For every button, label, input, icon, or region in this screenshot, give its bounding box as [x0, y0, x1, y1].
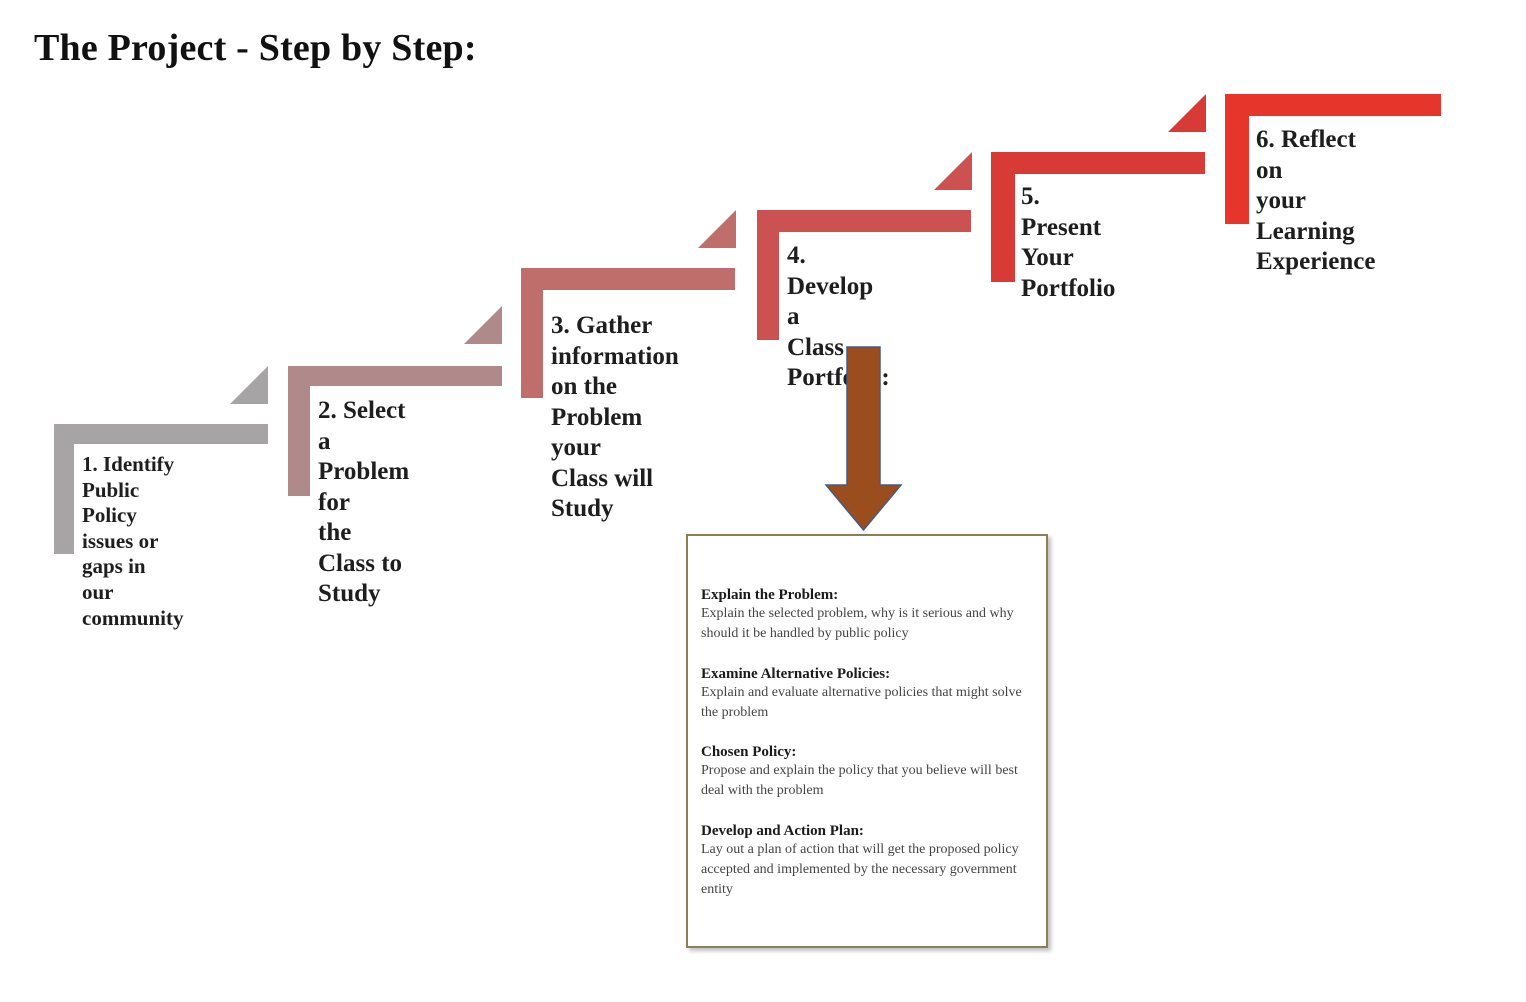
portfolio-section-alternatives: Examine Alternative Policies: Explain an… — [701, 665, 1034, 724]
step-2-bar-left — [288, 366, 310, 496]
section-heading: Examine Alternative Policies: — [701, 665, 891, 682]
page-title: The Project - Step by Step: — [34, 27, 477, 69]
step-5-bar-top — [991, 152, 1205, 174]
step-1-bar-top — [54, 424, 268, 444]
step-1-triangle — [230, 366, 268, 404]
step-3-label: 3. Gather information on the Problem you… — [551, 312, 679, 522]
step-5-triangle — [1168, 94, 1206, 132]
step-5-bar-left — [991, 152, 1015, 282]
section-text: Explain the selected problem, why is it … — [701, 606, 1014, 642]
step-6-label: 6. Reflect on your Learning Experience — [1256, 126, 1376, 275]
portfolio-section-problem: Explain the Problem: Explain the selecte… — [701, 586, 1034, 645]
down-arrow-icon — [824, 346, 903, 532]
section-heading: Explain the Problem: — [701, 587, 839, 603]
step-4-bar-top — [757, 210, 971, 232]
step-3-triangle — [698, 210, 736, 248]
step-1-bar-left — [54, 424, 74, 554]
step-4-bar-left — [757, 210, 779, 340]
step-6-bar-left — [1225, 94, 1249, 224]
section-heading: Develop and Action Plan: — [701, 822, 864, 839]
step-2-bar-top — [288, 366, 502, 386]
step-1-label: 1. Identify Public Policy issues or gaps… — [82, 452, 184, 630]
portfolio-section-chosen-policy: Chosen Policy: Propose and explain the p… — [701, 743, 1034, 802]
step-2-label: 2. Select a Problem for the Class to Stu… — [318, 397, 410, 607]
portfolio-section-action-plan: Develop and Action Plan: Lay out a plan … — [701, 822, 1034, 901]
step-5-label: 5. Present Your Portfolio — [1021, 183, 1116, 302]
down-arrow-shape — [824, 346, 903, 532]
step-2-triangle — [464, 306, 502, 344]
step-4-triangle — [934, 152, 972, 190]
portfolio-details-box: Explain the Problem: Explain the selecte… — [686, 534, 1048, 948]
section-text: Explain and evaluate alternative policie… — [701, 684, 1022, 720]
section-heading: Chosen Policy: — [701, 744, 797, 761]
section-text: Propose and explain the policy that you … — [701, 763, 1018, 799]
step-6-bar-top — [1225, 94, 1441, 116]
section-text: Lay out a plan of action that will get t… — [701, 841, 1019, 898]
step-3-bar-top — [521, 268, 735, 290]
step-3-bar-left — [521, 268, 543, 398]
